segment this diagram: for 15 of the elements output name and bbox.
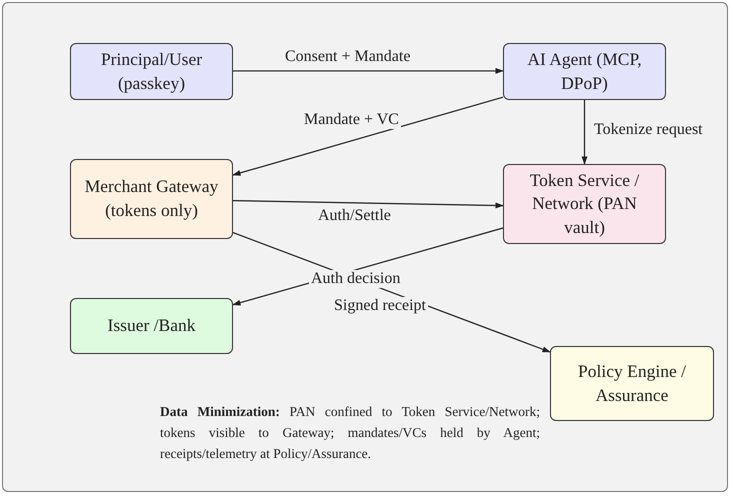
edge-label: Mandate + VC xyxy=(302,111,401,129)
process-box: AI Agent (MCP, DPoP) xyxy=(503,43,666,100)
process-box: Token Service / Network (PAN vault) xyxy=(503,164,666,244)
process-box: Merchant Gateway (tokens only) xyxy=(70,159,233,239)
arrow xyxy=(582,100,588,165)
arrow xyxy=(232,96,504,176)
edge-label: Auth decision xyxy=(309,270,402,288)
process-box: Policy Engine / Assurance xyxy=(550,346,714,421)
process-box: Principal/User (passkey) xyxy=(70,43,233,100)
edge-label: Signed receipt xyxy=(332,297,428,315)
arrow xyxy=(233,68,504,74)
edge-label: Tokenize request xyxy=(592,121,705,139)
note-text: Data Minimization: PAN confined to Token Service/Network; tokens visible to Gateway; mandates/VCs held by Agent; receipts/telemetry at Policy/Assurance. xyxy=(160,403,540,463)
process-box: Issuer /Bank xyxy=(70,298,233,354)
arrow xyxy=(232,200,504,208)
